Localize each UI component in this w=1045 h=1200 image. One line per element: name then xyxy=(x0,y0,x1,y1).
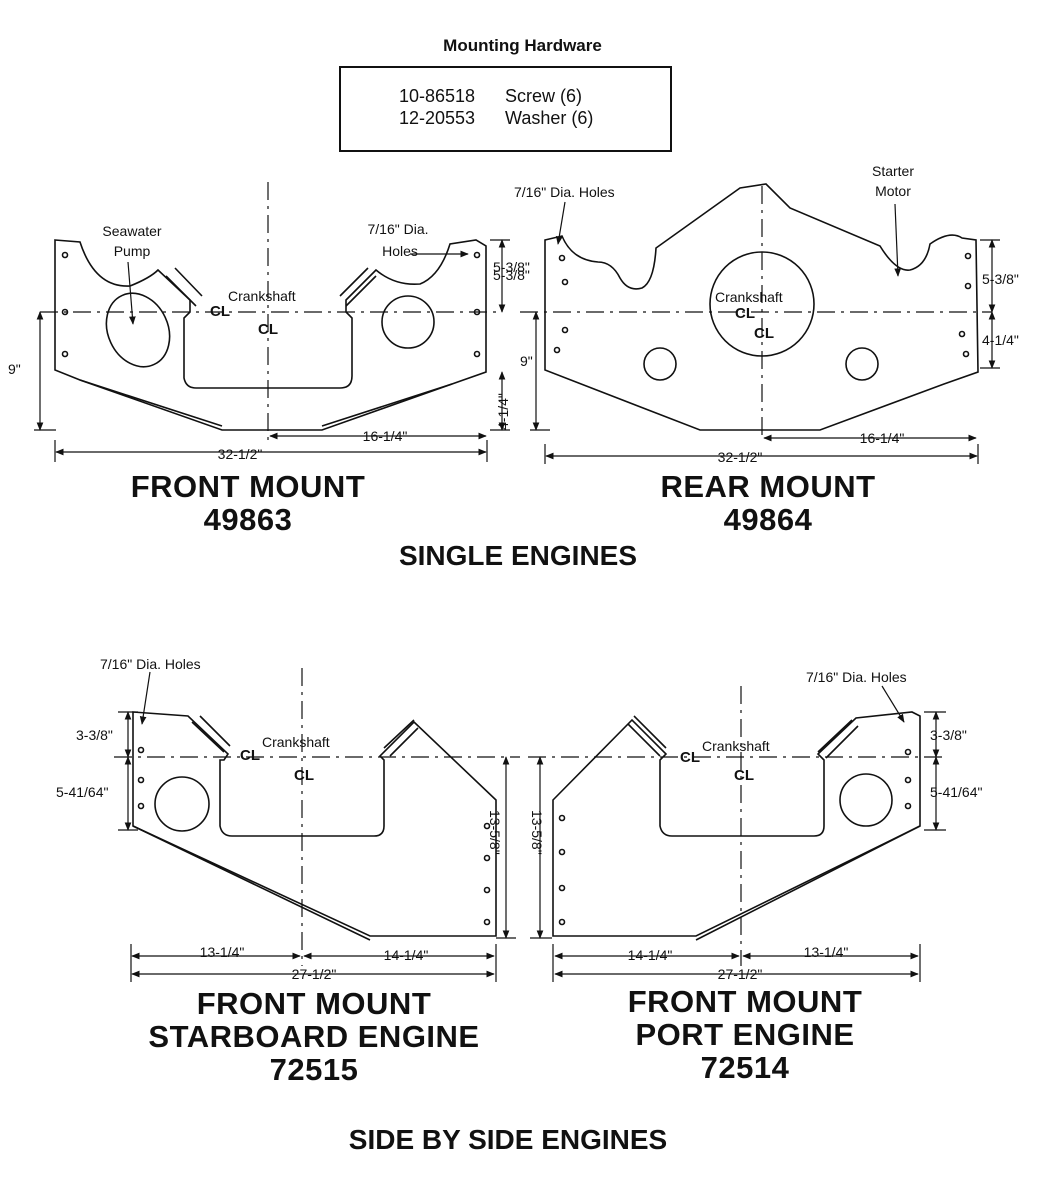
centerline-symbol: CL xyxy=(734,767,754,784)
port-centerlines xyxy=(528,686,944,966)
hardware-title: Mounting Hardware xyxy=(443,36,602,55)
single-engines-heading: SINGLE ENGINES xyxy=(398,540,638,571)
part-number: 10-86518 xyxy=(399,86,476,106)
hardware-item: 10-86518 Screw (6) xyxy=(399,86,582,107)
port-dim-lines xyxy=(530,685,946,982)
caption-subtitle: STARBOARD ENGINE xyxy=(148,1019,480,1054)
port-mount-plate xyxy=(552,711,921,941)
crankshaft-label: Crankshaft xyxy=(702,738,770,754)
starboard-centerlines xyxy=(114,668,520,966)
rear-dim-lines xyxy=(530,201,1000,464)
starboard-mount-plate xyxy=(132,711,497,941)
dim-left: 13-1/4" xyxy=(200,944,245,960)
dim-top: 5-3/8" xyxy=(493,259,530,275)
centerline-symbol: CL xyxy=(258,321,278,338)
dim-mid: 5-41/64" xyxy=(930,784,982,800)
crankshaft-label: Crankshaft xyxy=(228,288,296,304)
centerline-symbol: CL xyxy=(735,305,755,322)
side-by-side-heading: SIDE BY SIDE ENGINES xyxy=(348,1124,668,1155)
dim-half: 16-1/4" xyxy=(860,430,905,446)
dim-height: 9" xyxy=(520,353,533,369)
starter-motor-label: Motor xyxy=(875,183,911,199)
starter-motor-label: Starter xyxy=(872,163,914,179)
dim-half: 16-1/4" xyxy=(363,428,408,444)
rear-mount-caption: REAR MOUNT 49864 xyxy=(608,470,928,536)
holes-label: 7/16" Dia. Holes xyxy=(514,184,615,200)
dim-right: 14-1/4" xyxy=(384,947,429,963)
holes-label: 7/16" Dia. xyxy=(367,221,428,237)
dim-width: 32-1/2" xyxy=(718,449,763,465)
starboard-caption: FRONT MOUNT STARBOARD ENGINE 72515 xyxy=(112,987,516,1086)
rear-centerlines xyxy=(520,186,992,440)
centerline-symbol: CL xyxy=(680,749,700,766)
front-dim-lines xyxy=(34,239,510,462)
hardware-list: 10-86518 Screw (6) 12-20553 Washer (6) xyxy=(339,66,672,152)
dim-right: 13-1/4" xyxy=(804,944,849,960)
caption-name: FRONT MOUNT xyxy=(627,984,863,1019)
holes-label: 7/16" Dia. Holes xyxy=(806,669,907,685)
front-mount-plate xyxy=(54,239,487,431)
part-description: Screw (6) xyxy=(505,86,583,106)
dim-left: 14-1/4" xyxy=(628,947,673,963)
dim-top: 3-3/8" xyxy=(76,727,113,743)
dim-lower: 4-1/4" xyxy=(495,393,511,430)
port-caption: FRONT MOUNT PORT ENGINE 72514 xyxy=(560,985,930,1084)
caption-name: REAR MOUNT xyxy=(660,469,876,504)
front-mount-caption: FRONT MOUNT 49863 xyxy=(88,470,408,536)
hardware-item: 12-20553 Washer (6) xyxy=(399,108,593,129)
caption-subtitle: PORT ENGINE xyxy=(635,1017,855,1052)
caption-part-number: 72515 xyxy=(269,1052,359,1087)
caption-part-number: 49864 xyxy=(723,502,813,537)
seawater-pump-label: Pump xyxy=(114,243,151,259)
dim-top-right: 5-3/8" xyxy=(982,271,1019,287)
caption-name: FRONT MOUNT xyxy=(130,469,366,504)
dim-lower: 4-1/4" xyxy=(982,332,1019,348)
dim-width: 27-1/2" xyxy=(718,966,763,982)
dim-top: 3-3/8" xyxy=(930,727,967,743)
caption-part-number: 72514 xyxy=(700,1050,790,1085)
dim-width: 32-1/2" xyxy=(218,446,263,462)
dim-height: 13-5/8" xyxy=(487,810,503,855)
holes-label: Holes xyxy=(382,243,418,259)
centerline-symbol: CL xyxy=(754,325,774,342)
part-description: Washer (6) xyxy=(505,108,594,128)
centerline-symbol: CL xyxy=(210,303,230,320)
caption-name: FRONT MOUNT xyxy=(196,986,432,1021)
holes-label: 7/16" Dia. Holes xyxy=(100,656,201,672)
part-number: 12-20553 xyxy=(399,108,476,128)
caption-part-number: 49863 xyxy=(203,502,293,537)
dim-mid: 5-41/64" xyxy=(56,784,108,800)
dim-height: 9" xyxy=(8,361,21,377)
dim-width: 27-1/2" xyxy=(292,966,337,982)
centerline-symbol: CL xyxy=(294,767,314,784)
dim-height: 13-5/8" xyxy=(529,810,545,855)
seawater-pump-label: Seawater xyxy=(102,223,161,239)
dim-top: 5-3/8" xyxy=(493,267,530,283)
starboard-dim-lines xyxy=(118,671,516,982)
crankshaft-label: Crankshaft xyxy=(715,289,783,305)
crankshaft-label: Crankshaft xyxy=(262,734,330,750)
centerline-symbol: CL xyxy=(240,747,260,764)
front-centerlines xyxy=(40,182,500,440)
